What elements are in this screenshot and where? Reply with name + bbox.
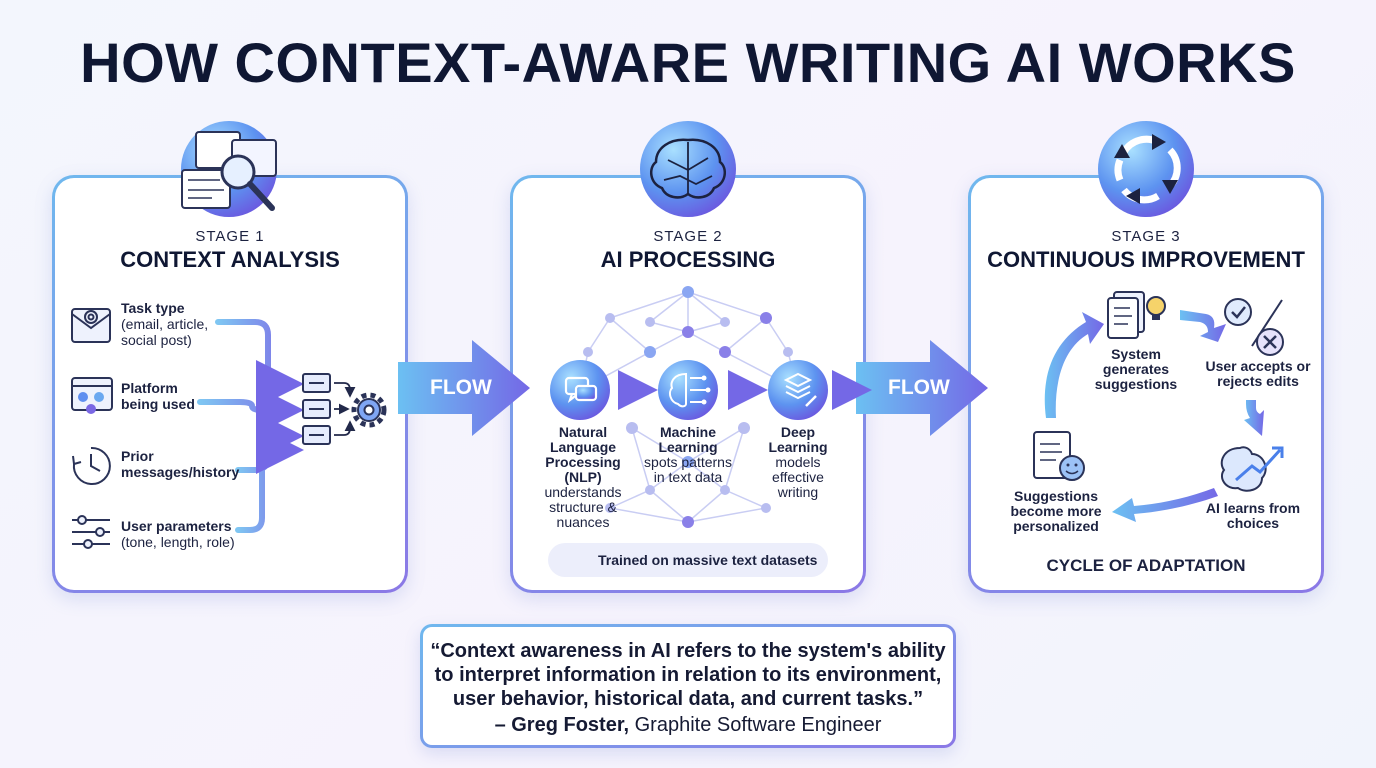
sliders-icon	[72, 515, 110, 549]
stage3-label: STAGE 3	[1111, 228, 1181, 245]
clock-history-icon	[72, 446, 111, 485]
node-title: Natural Language Processing (NLP)	[545, 424, 621, 485]
input-label: Task type	[121, 300, 185, 316]
refresh-cycle-icon	[1098, 121, 1194, 217]
check-x-icon	[1224, 298, 1284, 356]
stage3-panel	[968, 175, 1324, 593]
input-history: Prior messages/history	[121, 448, 240, 480]
input-user-params: User parameters (tone, length, role)	[121, 518, 281, 550]
input-platform: Platform being used	[121, 380, 195, 412]
cycle-step-generate: System generates suggestions	[1094, 346, 1178, 392]
document-search-icon	[181, 121, 277, 217]
chat-bubble-icon	[550, 360, 610, 420]
quote-role: Graphite Software Engineer	[634, 714, 882, 736]
input-label: User parameters	[121, 518, 232, 534]
page-title: HOW CONTEXT-AWARE WRITING AI WORKS	[80, 31, 1296, 94]
node-title: Machine Learning	[658, 424, 718, 455]
flow-arrow-1	[398, 340, 530, 436]
chip-brain-icon	[658, 360, 718, 420]
quote-author: – Greg Foster,	[494, 714, 630, 736]
node-ml-text: Machine Learning spots patterns in text …	[640, 425, 736, 485]
stage3-title: CONTINUOUS IMPROVEMENT	[987, 247, 1305, 272]
node-detail: spots patterns in text data	[644, 454, 732, 485]
node-dl-text: Deep Learning models effective writing	[756, 425, 840, 500]
brain-trend-icon	[1220, 446, 1284, 492]
cycle-step-personalize: Suggestions become more personalized	[1010, 488, 1102, 534]
node-detail: understands structure & nuances	[544, 484, 622, 530]
stage1-title: CONTEXT ANALYSIS	[120, 247, 340, 272]
quote-text: “Context awareness in AI refers to the s…	[430, 640, 946, 710]
dataset-footnote: Trained on massive text datasets	[598, 552, 818, 568]
stage2-label: STAGE 2	[653, 228, 723, 245]
dataset-pill: Trained on massive text datasets	[548, 543, 828, 577]
node-nlp-text: Natural Language Processing (NLP) unders…	[535, 425, 631, 530]
stage1-label: STAGE 1	[195, 228, 265, 245]
server-stack-icon	[302, 373, 331, 445]
cycle-label: CYCLE OF ADAPTATION	[1046, 556, 1246, 575]
gear-icon	[351, 392, 387, 428]
server-to-gear-connectors	[334, 382, 356, 436]
flow-arrow-2	[856, 340, 988, 436]
flow-label-1: FLOW	[430, 376, 492, 399]
flow-label-2: FLOW	[888, 376, 950, 399]
envelope-icon	[71, 308, 111, 343]
quote-attribution: – Greg Foster, Graphite Software Enginee…	[423, 714, 953, 737]
stage2-title: AI PROCESSING	[600, 247, 776, 272]
input-connectors	[197, 319, 304, 533]
cycle-arrows	[1044, 310, 1264, 522]
input-detail: (email, article, social post)	[121, 316, 209, 348]
layers-pen-icon	[768, 360, 828, 420]
social-browser-icon	[71, 377, 113, 414]
brain-icon	[640, 121, 736, 217]
neural-network-dots	[583, 286, 793, 528]
document-lightbulb-icon	[1107, 291, 1166, 339]
node-detail: models effective writing	[772, 454, 824, 500]
document-smile-icon	[1033, 431, 1085, 481]
input-detail: (tone, length, role)	[121, 534, 235, 550]
cycle-step-learn: AI learns from choices	[1205, 500, 1301, 531]
input-task-type: Task type (email, article, social post)	[121, 300, 231, 348]
node-title: Deep Learning	[768, 424, 828, 455]
cycle-step-accept: User accepts or rejects edits	[1205, 358, 1311, 389]
quote-box: “Context awareness in AI refers to the s…	[420, 624, 956, 748]
